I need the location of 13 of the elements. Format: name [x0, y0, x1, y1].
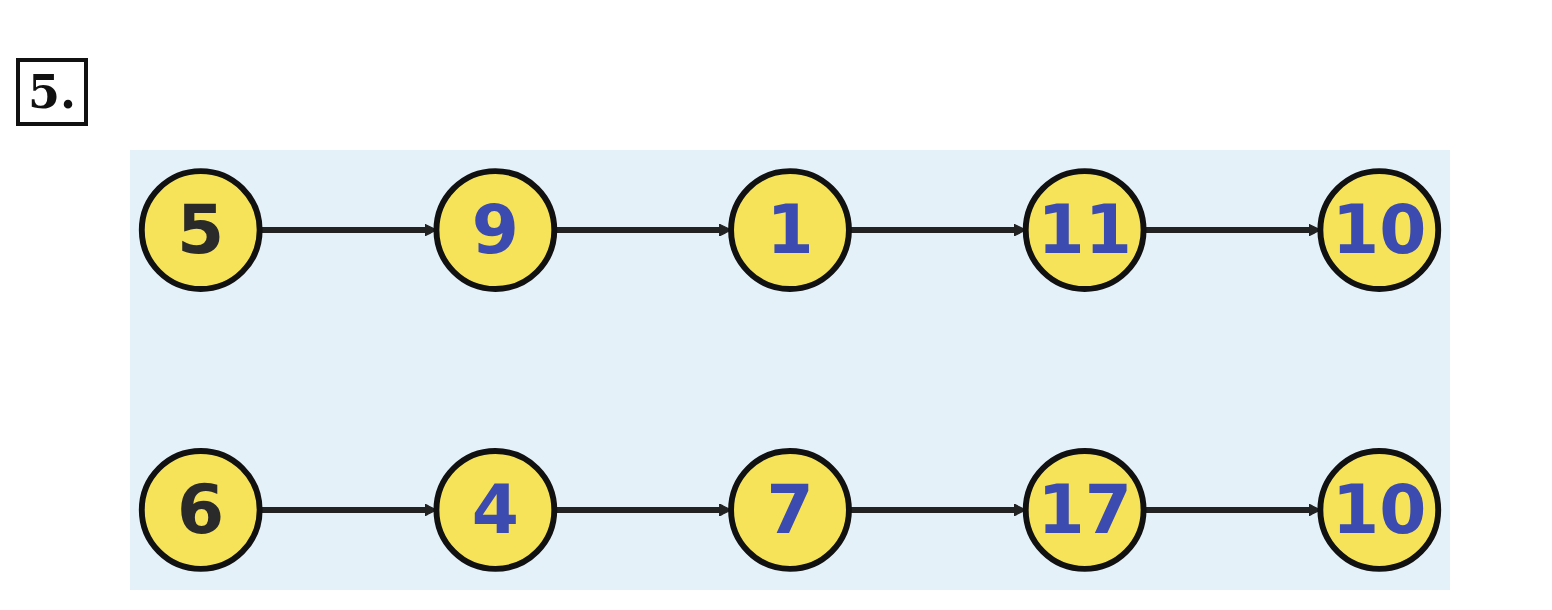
- exercise-number: 5.: [16, 58, 89, 126]
- node-circle: 4: [433, 448, 558, 572]
- arrow: [259, 503, 437, 517]
- node-circle: 9: [433, 168, 558, 292]
- node-circle: 11: [1022, 168, 1147, 292]
- node-circle: 7: [728, 448, 852, 572]
- node-circle: 10: [1317, 448, 1442, 572]
- node-circle: 17: [1022, 448, 1147, 572]
- node-circle: 6: [138, 448, 263, 572]
- node-circle: 1: [728, 168, 852, 292]
- node-circle: 10: [1317, 168, 1442, 292]
- arrow: [259, 223, 437, 237]
- node-circle: 5: [138, 168, 263, 292]
